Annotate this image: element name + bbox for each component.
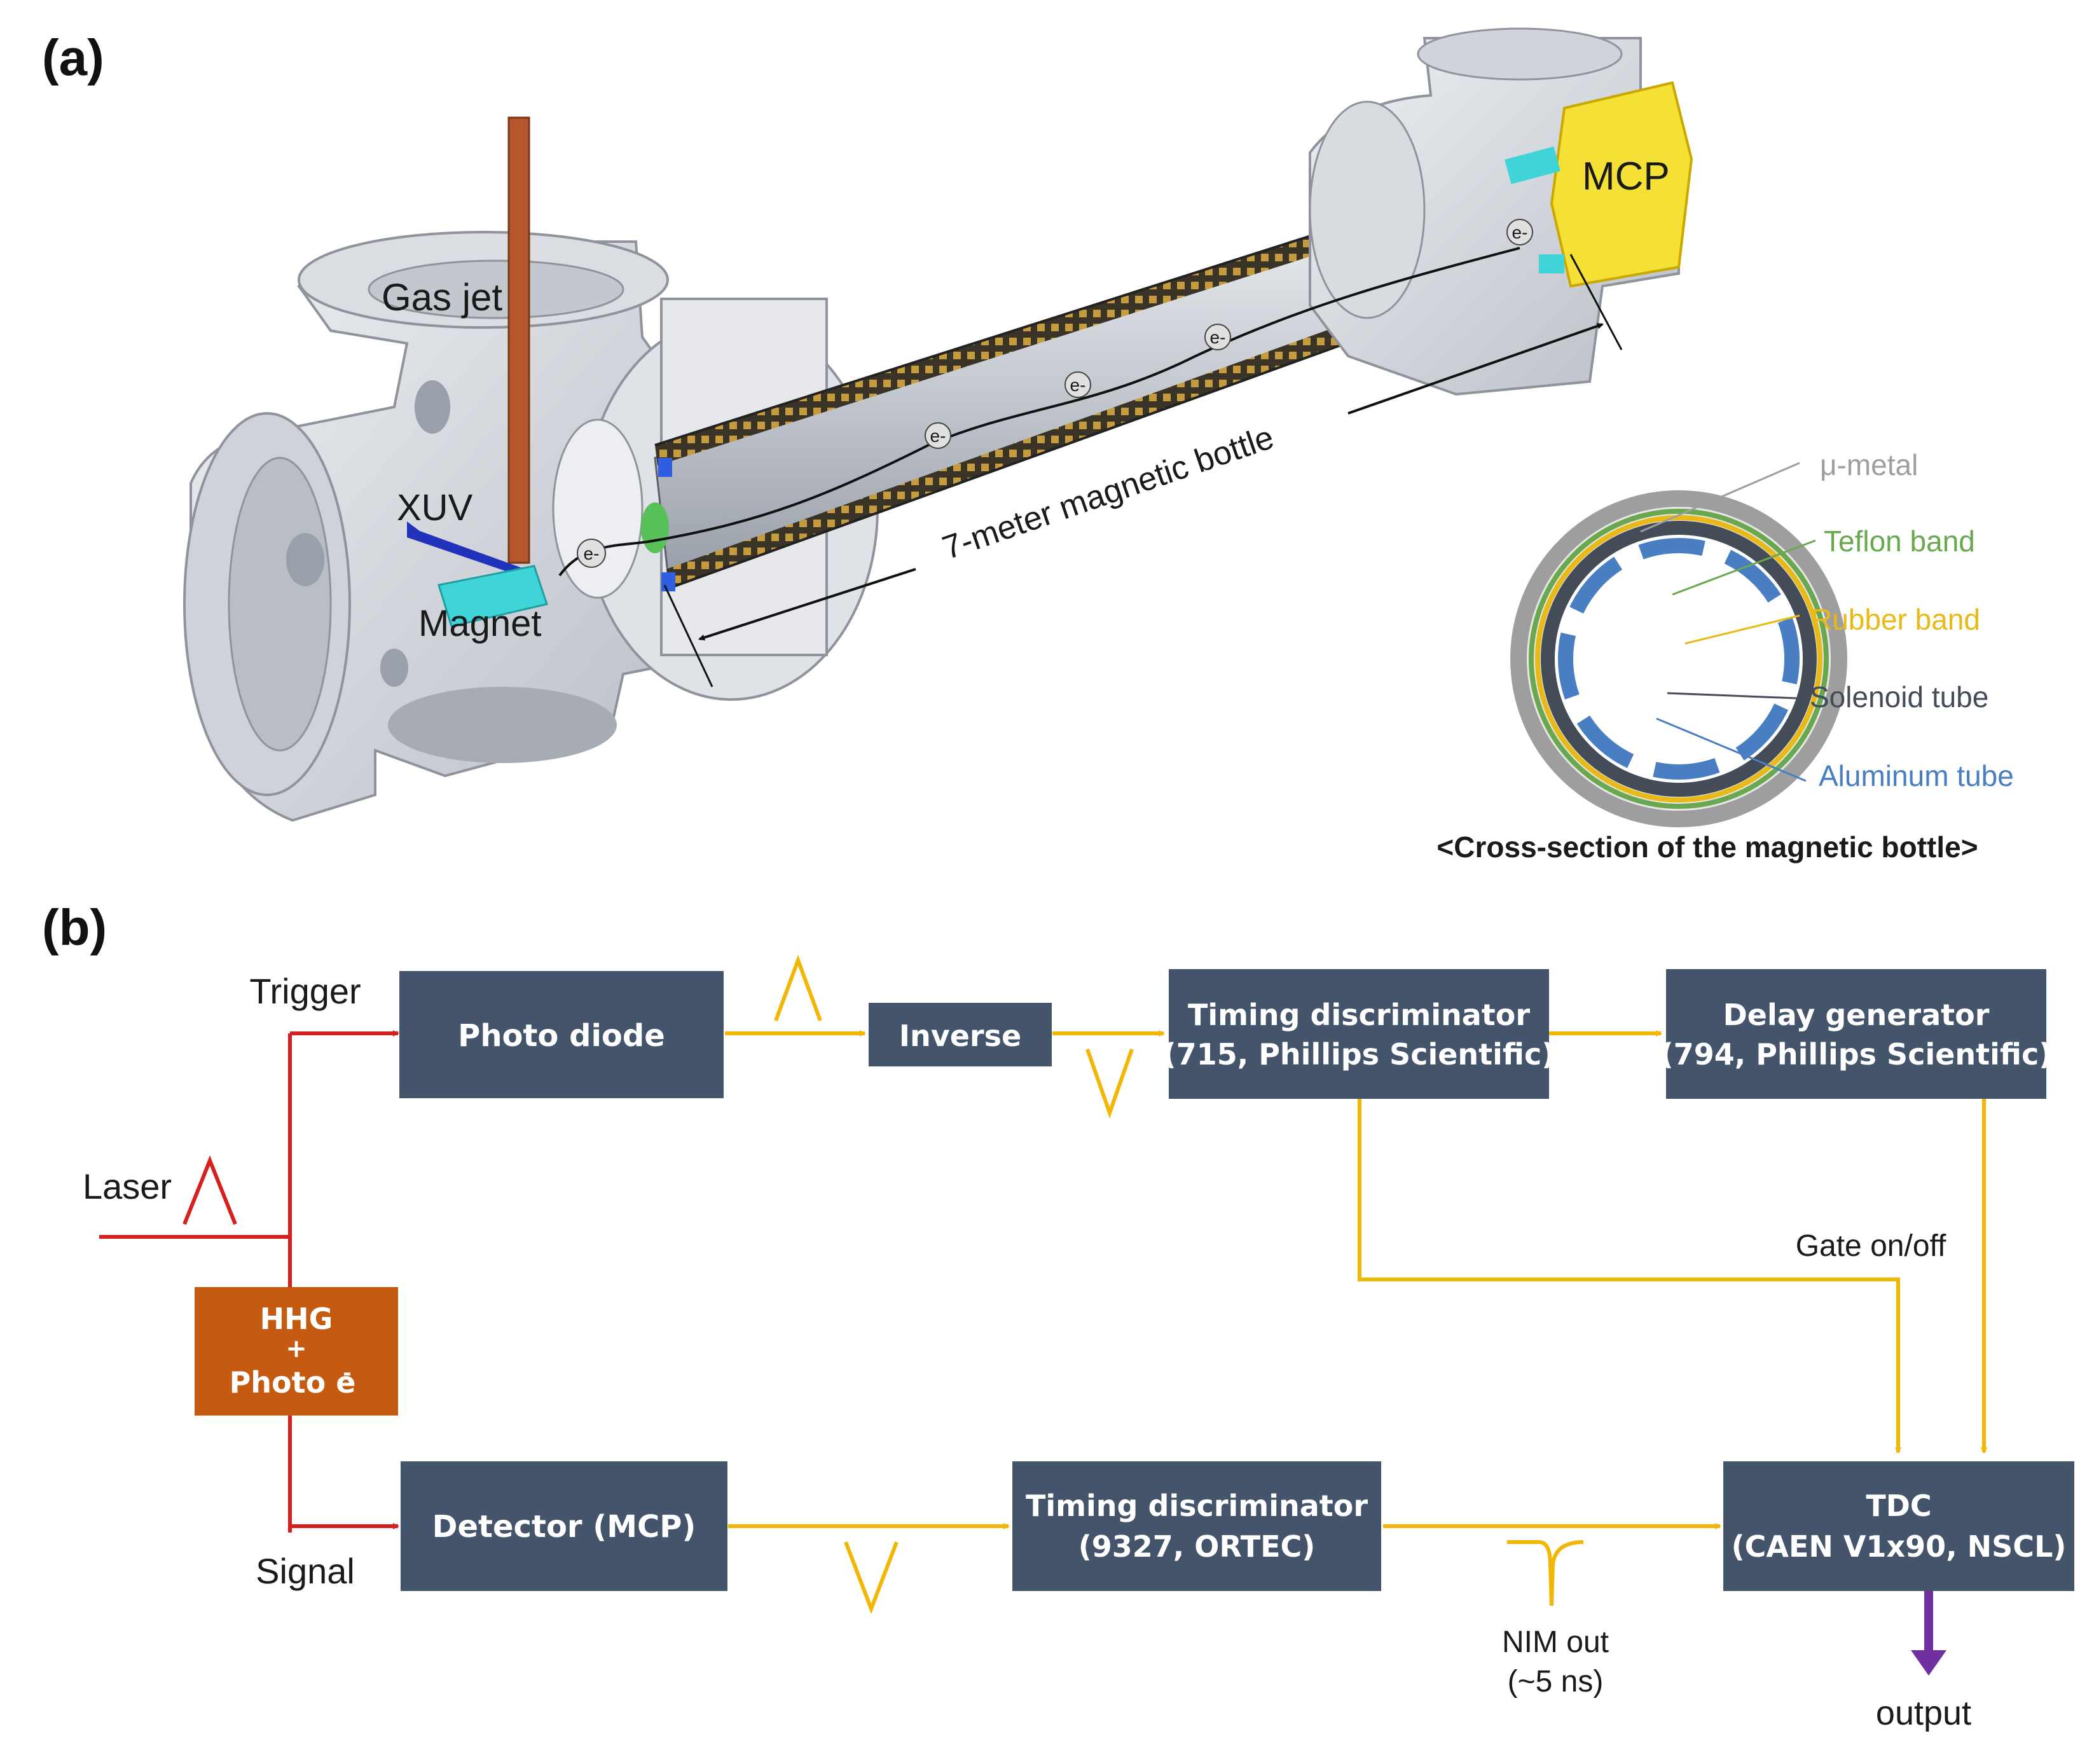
magnet-label: Magnet: [418, 603, 541, 644]
trigger-label: Trigger: [249, 971, 361, 1011]
top-flange-inner: [368, 259, 624, 319]
box-label: HHG: [260, 1302, 333, 1336]
port-hole: [415, 380, 450, 434]
output-arrowhead: [1911, 1650, 1946, 1676]
box-inverse: Inverse: [869, 1003, 1052, 1066]
layer-label-mu-metal: μ-metal: [1820, 448, 1918, 481]
electron-label: e-: [584, 544, 600, 563]
box-photo-diode: Photo diode: [399, 971, 724, 1098]
box-tdc: TDC (CAEN V1x90, NSCL): [1723, 1461, 2074, 1591]
box-label: (715, Phillips Scientific): [1163, 1037, 1555, 1071]
mcp-pulse-icon: [844, 1541, 899, 1615]
gas-jet-rod: [507, 116, 530, 564]
box-label-superscript: -: [343, 1361, 351, 1385]
electron-label: e-: [1512, 223, 1528, 242]
length-arrow-right: [1347, 322, 1604, 415]
gate-label: Gate on/off: [1796, 1229, 1946, 1263]
box-label: Delay generator: [1723, 998, 1990, 1032]
right-top-flange: [1417, 27, 1623, 81]
teflon-band-ring: [1529, 509, 1829, 809]
aluminum-segment: [661, 572, 675, 591]
mcp-mount-lower: [1539, 254, 1564, 273]
xuv-label: XUV: [397, 487, 473, 528]
box-label: Timing discriminator: [1188, 998, 1530, 1032]
box-detector-mcp: Detector (MCP): [401, 1461, 727, 1591]
box-label: Photo diode: [458, 1018, 665, 1054]
solenoid-tube-ring: [1541, 521, 1817, 797]
electron-label: e-: [1070, 375, 1086, 395]
gas-jet-label: Gas jet: [382, 276, 502, 319]
panel-b-label: (b): [42, 899, 107, 956]
output-label: output: [1876, 1694, 1971, 1732]
laser-pulse-icon: [183, 1155, 237, 1225]
chamber-floor: [388, 687, 617, 763]
electron-label: e-: [1210, 327, 1226, 347]
mcp-mount: [1505, 146, 1560, 184]
box-label: TDC: [1866, 1489, 1931, 1523]
positive-pulse-icon: [774, 954, 822, 1022]
box-timing-discriminator-715: Timing discriminator (715, Phillips Scie…: [1163, 969, 1555, 1099]
cross-section: μ-metal Teflon band Rubber band Solenoid…: [1436, 448, 2013, 864]
xuv-beam: [407, 521, 534, 580]
mcp-detector: [1550, 81, 1693, 288]
cross-section-caption: <Cross-section of the magnetic bottle>: [1436, 830, 1978, 864]
box-label: (794, Phillips Scientific): [1660, 1037, 2053, 1071]
aluminum-tube-segments: [1558, 538, 1800, 780]
nim-pulse-icon: [1507, 1540, 1584, 1606]
right-side-flange: [1309, 100, 1426, 319]
td-to-tdc-line: [1358, 1099, 1901, 1454]
laser-label: Laser: [83, 1166, 172, 1206]
length-arrow-left: [698, 568, 916, 641]
rubber-band-ring: [1535, 515, 1822, 803]
layer-label-aluminum: Aluminum tube: [1819, 759, 2014, 792]
dim-extension: [1569, 254, 1623, 350]
panel-a-label: (a): [42, 29, 104, 86]
box-delay-generator: Delay generator (794, Phillips Scientifi…: [1660, 969, 2053, 1099]
layer-label-teflon: Teflon band: [1824, 525, 1975, 558]
electron-label: e-: [930, 426, 946, 446]
leader-teflon: [1672, 539, 1816, 596]
nim-out-label: NIM out: [1502, 1625, 1609, 1659]
box-label: Detector (MCP): [432, 1509, 696, 1545]
signal-lines: [725, 954, 1987, 1615]
box-label: Timing discriminator: [1026, 1489, 1368, 1523]
box-label: +: [286, 1334, 307, 1363]
electron-trajectory: [558, 247, 1520, 577]
port-hole: [380, 649, 408, 687]
laser-lines: [99, 1030, 399, 1533]
magnet-block: [437, 565, 548, 628]
box-label: Inverse: [899, 1019, 1021, 1053]
leader-mu-metal: [1640, 462, 1800, 533]
nim-out-duration: (~5 ns): [1508, 1665, 1604, 1699]
box-label: (9327, ORTEC): [1078, 1529, 1316, 1564]
teflon-ring: [641, 502, 669, 553]
dim-extension: [663, 584, 713, 687]
layer-label-rubber: Rubber band: [1811, 603, 1980, 636]
aluminum-segment: [658, 458, 672, 477]
leader-rubber: [1684, 614, 1800, 645]
electron-markers: e- e- e- e- e-: [577, 219, 1533, 568]
mcp-label: MCP: [1582, 155, 1670, 198]
box-label: Photo e: [230, 1365, 356, 1400]
signal-label: Signal: [256, 1551, 355, 1591]
layer-label-solenoid: Solenoid tube: [1810, 680, 1988, 713]
leader-solenoid: [1667, 692, 1797, 699]
box-label: (CAEN V1x90, NSCL): [1732, 1529, 2067, 1564]
leader-aluminum: [1656, 717, 1807, 782]
apparatus-3d: e- e- e- e- e- 7-meter magnetic bottle G…: [183, 27, 1693, 822]
entrance-flange: [552, 418, 644, 599]
box-timing-discriminator-9327: Timing discriminator (9327, ORTEC): [1012, 1461, 1381, 1591]
left-flange-inner: [228, 457, 332, 752]
negative-pulse-icon: [1085, 1049, 1134, 1119]
port-hole: [286, 533, 324, 586]
box-hhg: HHG + Photo e -: [195, 1287, 398, 1416]
